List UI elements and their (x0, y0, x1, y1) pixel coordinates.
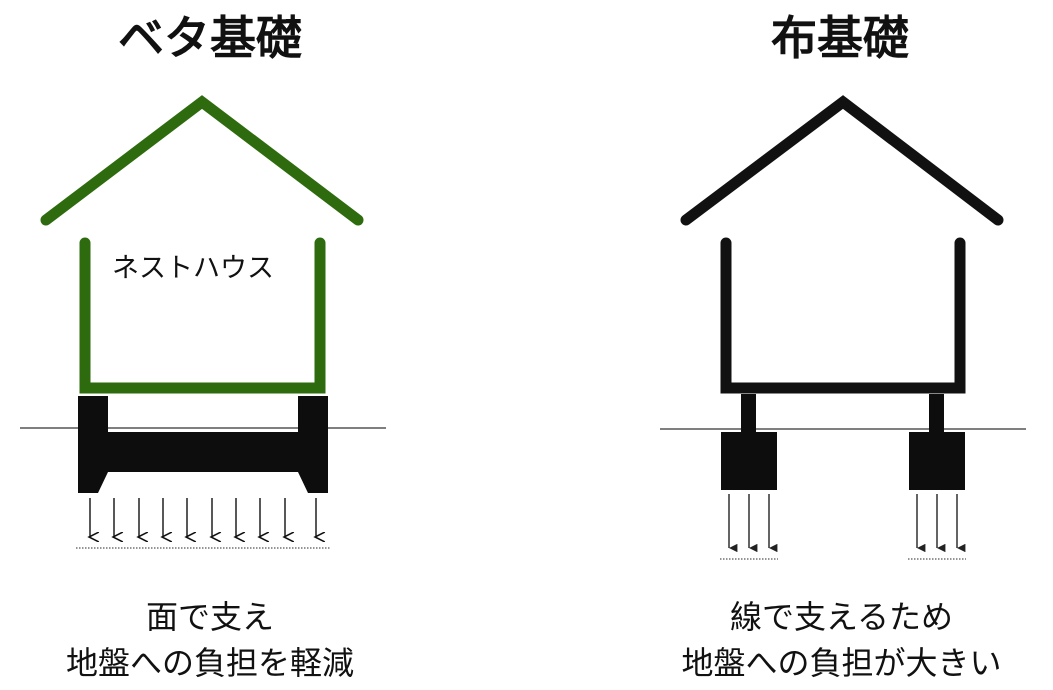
left-strip-footing (721, 432, 777, 490)
slab-caption-line2: 地盤への負担を軽減 (65, 644, 354, 682)
strip-foundation-caption: 線で支えるため 地盤への負担が大きい (630, 594, 1053, 686)
slab-foundation-house (40, 95, 364, 394)
slab-load-arrows (90, 498, 316, 537)
strip-foundation-title: 布基礎 (771, 11, 909, 65)
slab-foundation-caption: 面で支え 地盤への負担を軽減 (0, 594, 420, 686)
strip-load-arrows-left (728, 494, 778, 553)
slab-caption-line1: 面で支え (145, 598, 274, 636)
strip-load-arrows-right (916, 494, 966, 553)
strip-foundation-house (680, 95, 1004, 394)
strip-caption-line2: 地盤への負担が大きい (681, 644, 1002, 682)
strip-caption-line1: 線で支えるため (729, 598, 954, 636)
right-strip-post (929, 394, 944, 434)
house-label: ネストハウス (112, 253, 274, 284)
left-house-walls (79, 237, 326, 394)
slab-foundation-title: ベタ基礎 (118, 11, 302, 65)
left-house-roof (40, 95, 364, 226)
slab-foundation-body (78, 396, 328, 493)
right-house-roof (680, 95, 1004, 226)
right-strip-footing (909, 432, 965, 490)
right-house-walls (720, 237, 966, 394)
left-strip-post (741, 394, 756, 434)
